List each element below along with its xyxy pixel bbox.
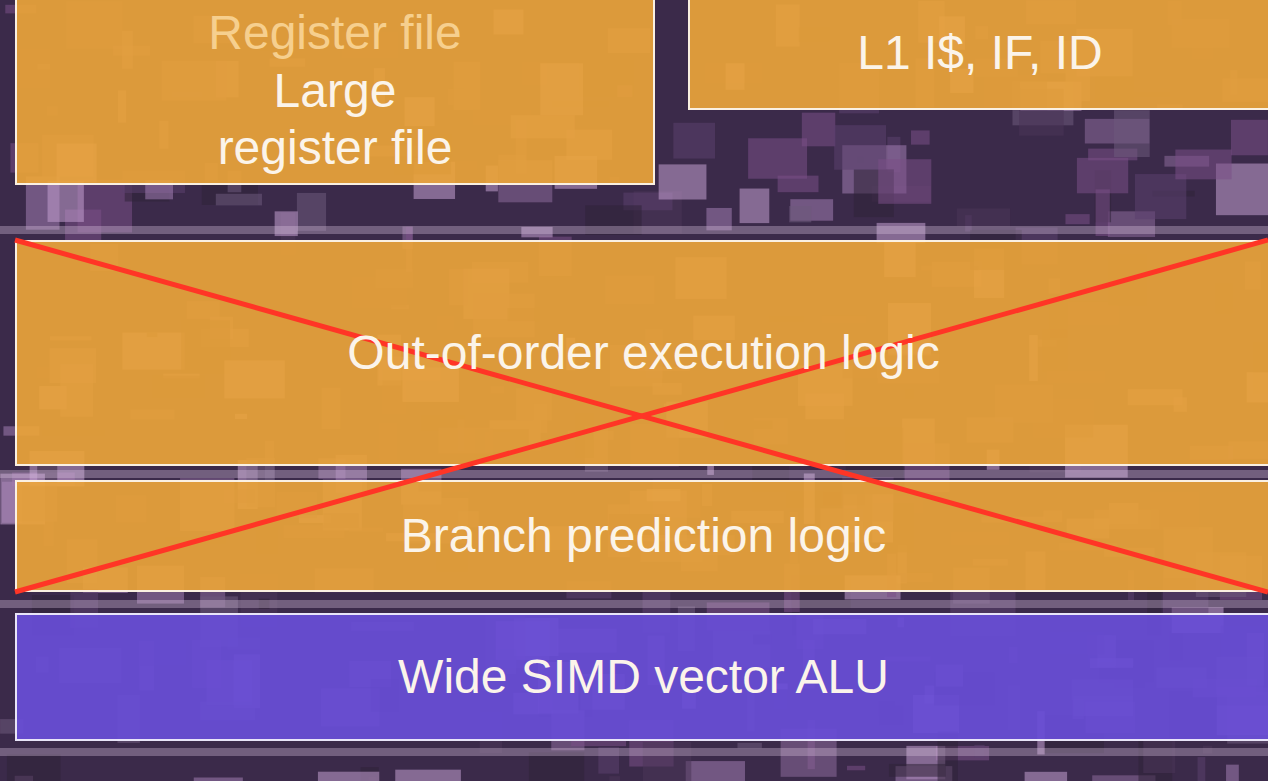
fetch-decode-box: L1 I$, IF, ID (688, 0, 1268, 110)
block-label: Large register file (205, 62, 465, 177)
die-band (0, 600, 1268, 608)
die-block (659, 164, 707, 199)
ooo-logic-box: Out-of-order execution logic (15, 240, 1268, 466)
strike-line (15, 240, 1268, 592)
die-block (740, 189, 770, 224)
die-block (847, 766, 865, 770)
register-file-box: Register fileLarge register file (15, 0, 655, 185)
die-block (297, 193, 326, 231)
die-block (643, 742, 691, 781)
die-block (737, 743, 761, 748)
die-block (318, 772, 379, 781)
die-band (0, 226, 1268, 234)
die-block (1025, 772, 1067, 781)
die-block (789, 206, 811, 222)
die-block (529, 752, 584, 781)
die-block (878, 159, 931, 204)
die-block (609, 776, 620, 781)
die-block (194, 778, 243, 781)
die-band (0, 470, 1268, 478)
simd-alu-box: Wide SIMD vector ALU (15, 613, 1268, 741)
faded-label: Register file (208, 4, 461, 62)
die-block (686, 761, 745, 781)
die-block (834, 125, 886, 170)
die-block (673, 123, 715, 159)
die-block (395, 770, 461, 781)
block-label: Out-of-order execution logic (347, 324, 939, 382)
die-block (748, 138, 807, 178)
die-band (0, 748, 1268, 756)
die-block (1135, 174, 1186, 219)
die-block (1077, 158, 1128, 193)
die-block (1198, 757, 1206, 781)
block-label: Branch prediction logic (401, 507, 887, 565)
die-block (7, 754, 61, 781)
die-block (1231, 120, 1268, 155)
block-label: L1 I$, IF, ID (857, 24, 1102, 82)
die-block (957, 208, 1010, 226)
strike-line (15, 240, 1268, 592)
die-block (216, 194, 262, 206)
die-block (48, 181, 84, 222)
block-label: Wide SIMD vector ALU (398, 648, 889, 706)
die-block (889, 764, 946, 777)
die-block (1114, 110, 1150, 157)
branch-predictor-box: Branch prediction logic (15, 480, 1268, 592)
die-block (1175, 150, 1231, 180)
die-block (1065, 214, 1089, 224)
die-block (911, 130, 930, 144)
die-block (1226, 765, 1239, 781)
